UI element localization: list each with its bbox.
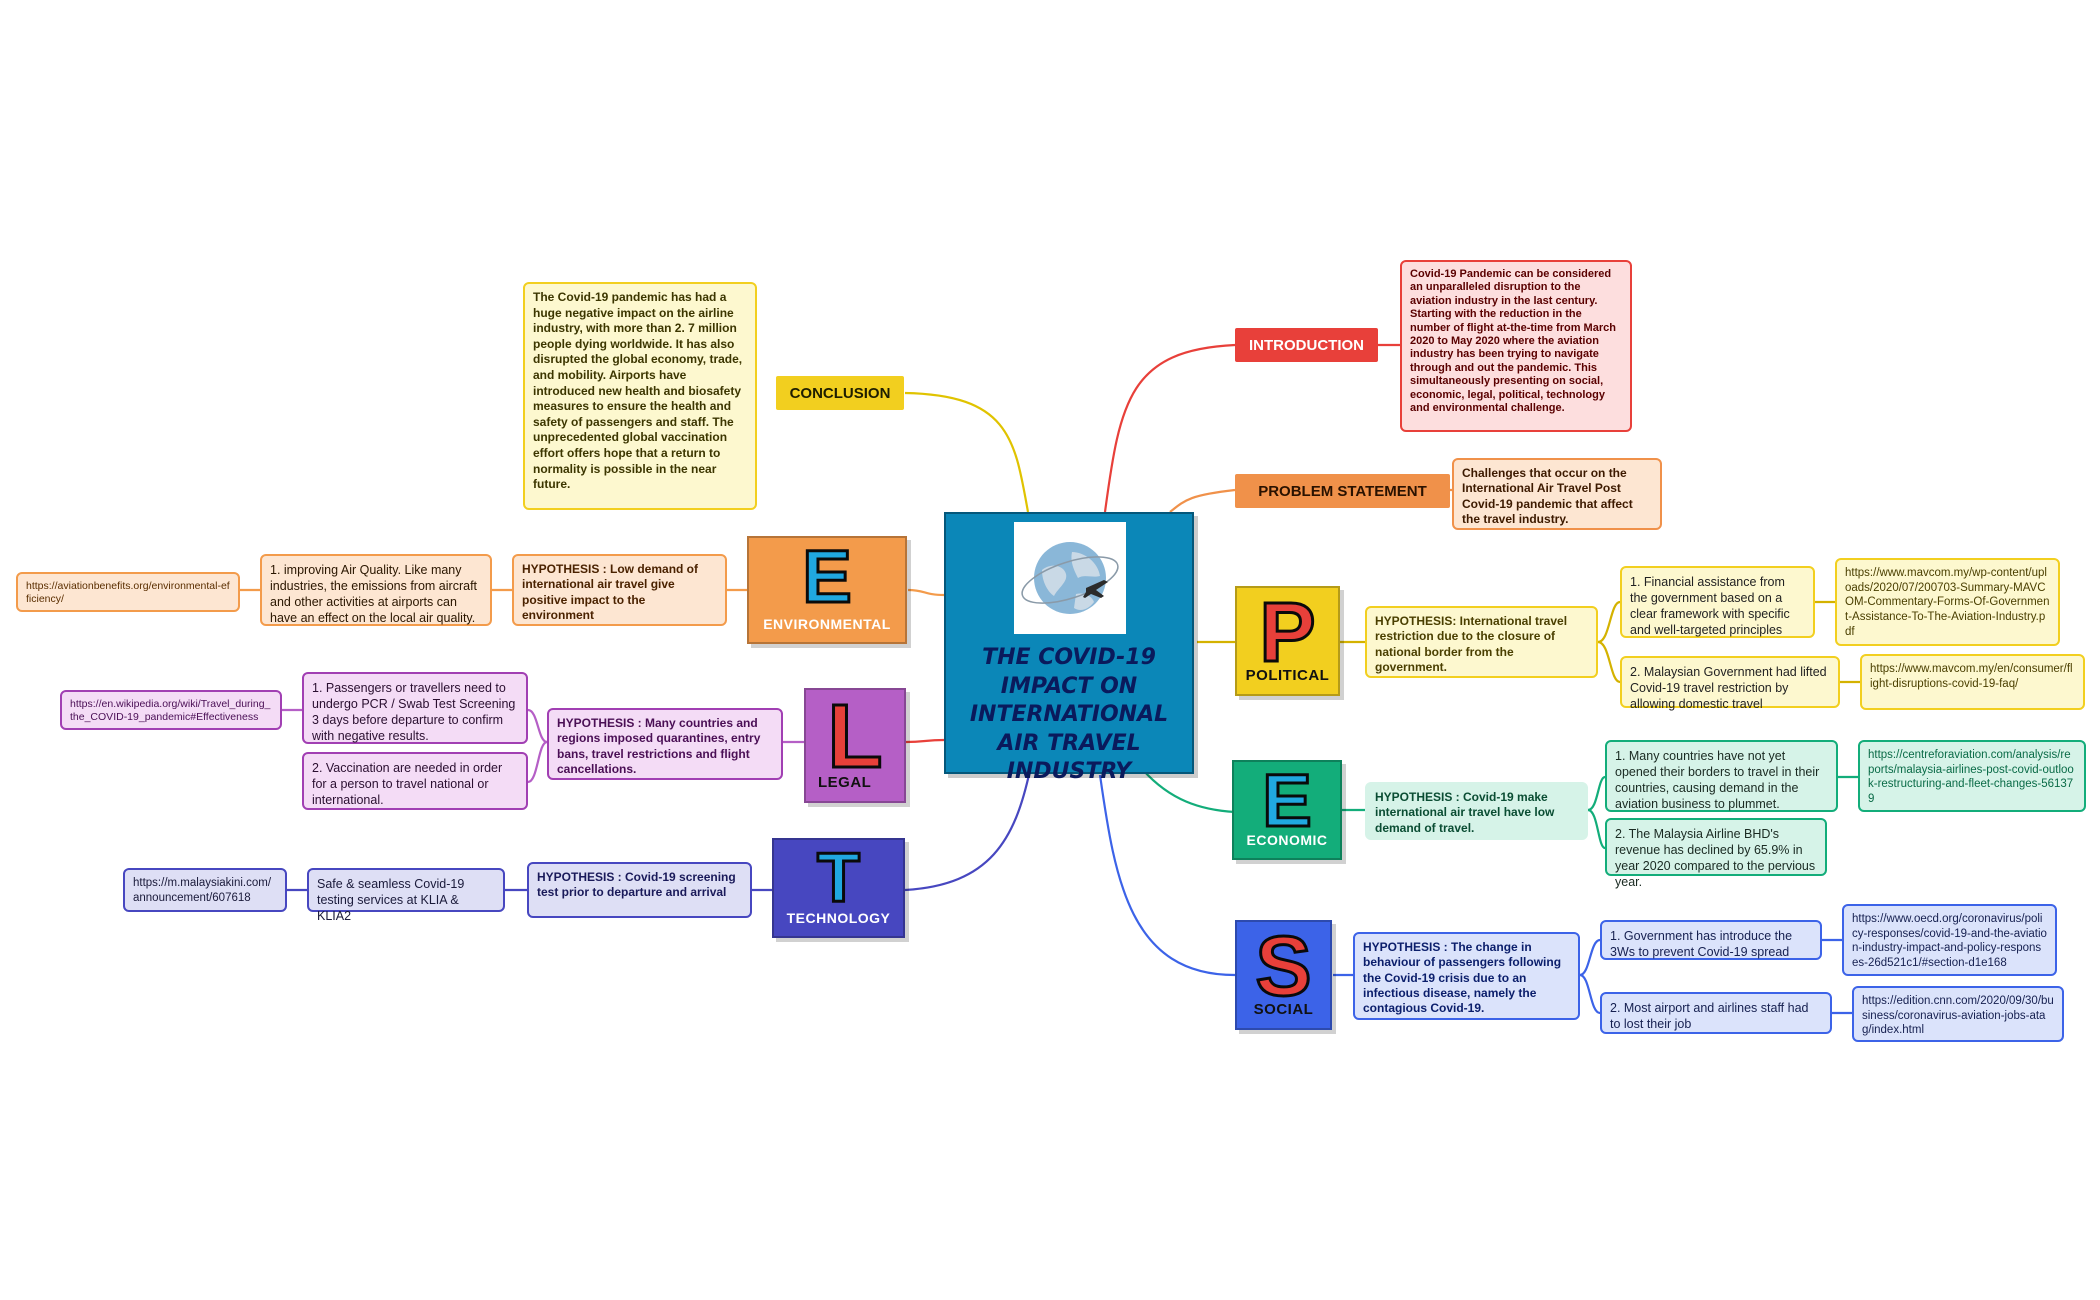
social-letter: S [1254,919,1313,1013]
environmental-letter-box[interactable]: E ENVIRONMENTAL [747,536,907,644]
environmental-hypothesis: HYPOTHESIS : Low demand of international… [512,554,727,626]
economic-point-1: 1. Many countries have not yet opened th… [1605,740,1838,812]
political-letter: P [1258,585,1317,679]
legal-point-1: 1. Passengers or travellers need to unde… [302,672,528,744]
economic-point-2: 2. The Malaysia Airline BHD's revenue ha… [1605,818,1827,889]
environmental-label: ENVIRONMENTAL [763,616,891,632]
political-point-1: 1. Financial assistance from the governm… [1620,566,1815,638]
legal-hypothesis: HYPOTHESIS : Many countries and regions … [547,708,783,780]
economic-letter-box[interactable]: E ECONOMIC [1232,760,1342,860]
social-label: SOCIAL [1253,1001,1314,1018]
introduction-label[interactable]: INTRODUCTION [1235,328,1378,362]
economic-link-1[interactable]: https://centreforaviation.com/analysis/r… [1858,740,2086,812]
legal-label: LEGAL [818,774,872,791]
conclusion-label[interactable]: CONCLUSION [776,376,904,410]
political-hypothesis: HYPOTHESIS: International travel restric… [1365,606,1598,678]
environmental-letter: E [801,535,853,618]
conclusion-text: The Covid-19 pandemic has had a huge neg… [523,282,757,510]
social-link-1[interactable]: https://www.oecd.org/coronavirus/policy-… [1842,904,2057,976]
social-hypothesis: HYPOTHESIS : The change in behaviour of … [1353,932,1580,1020]
technology-point-1: Safe & seamless Covid-19 testing service… [307,868,505,923]
problem-statement-text: Challenges that occur on the Internation… [1452,458,1662,530]
technology-letter: T [816,838,862,916]
social-point-2: 2. Most airport and airlines staff had t… [1600,992,1832,1034]
technology-hypothesis: HYPOTHESIS : Covid-19 screening test pri… [527,862,752,918]
political-letter-box[interactable]: P POLITICAL [1235,586,1340,696]
political-link-1[interactable]: https://www.mavcom.my/wp-content/uploads… [1835,558,2060,646]
introduction-text: Covid-19 Pandemic can be considered an u… [1400,260,1632,432]
legal-point-2: 2. Vaccination are needed in order for a… [302,752,528,810]
political-point-2: 2. Malaysian Government had lifted Covid… [1620,656,1840,711]
technology-label: TECHNOLOGY [786,910,891,926]
legal-link-1[interactable]: https://en.wikipedia.org/wiki/Travel_dur… [60,690,282,730]
economic-label: ECONOMIC [1246,832,1328,848]
economic-hypothesis: HYPOTHESIS : Covid-19 make international… [1365,782,1588,840]
problem-statement-label[interactable]: PROBLEM STATEMENT [1235,474,1450,508]
technology-letter-box[interactable]: T TECHNOLOGY [772,838,905,938]
economic-letter: E [1261,759,1313,842]
political-label: POLITICAL [1245,667,1330,684]
central-topic[interactable]: THE COVID-19 IMPACT ON INTERNATIONAL AIR… [944,512,1194,784]
technology-link-1[interactable]: https://m.malaysiakini.com/announcement/… [123,868,287,912]
globe-airplane-icon [1021,542,1119,614]
environmental-point-1: 1. improving Air Quality. Like many indu… [260,554,492,626]
social-point-1: 1. Government has introduce the 3Ws to p… [1600,920,1822,960]
political-link-2[interactable]: https://www.mavcom.my/en/consumer/flight… [1860,654,2085,710]
legal-letter: L [826,687,884,787]
central-image [1014,522,1126,634]
social-letter-box[interactable]: S SOCIAL [1235,920,1332,1030]
environmental-link-1[interactable]: https://aviationbenefits.org/environment… [16,572,240,612]
central-title: THE COVID-19 IMPACT ON INTERNATIONAL AIR… [969,645,1169,785]
social-link-2[interactable]: https://edition.cnn.com/2020/09/30/busin… [1852,986,2064,1042]
legal-letter-box[interactable]: L LEGAL [804,688,906,803]
